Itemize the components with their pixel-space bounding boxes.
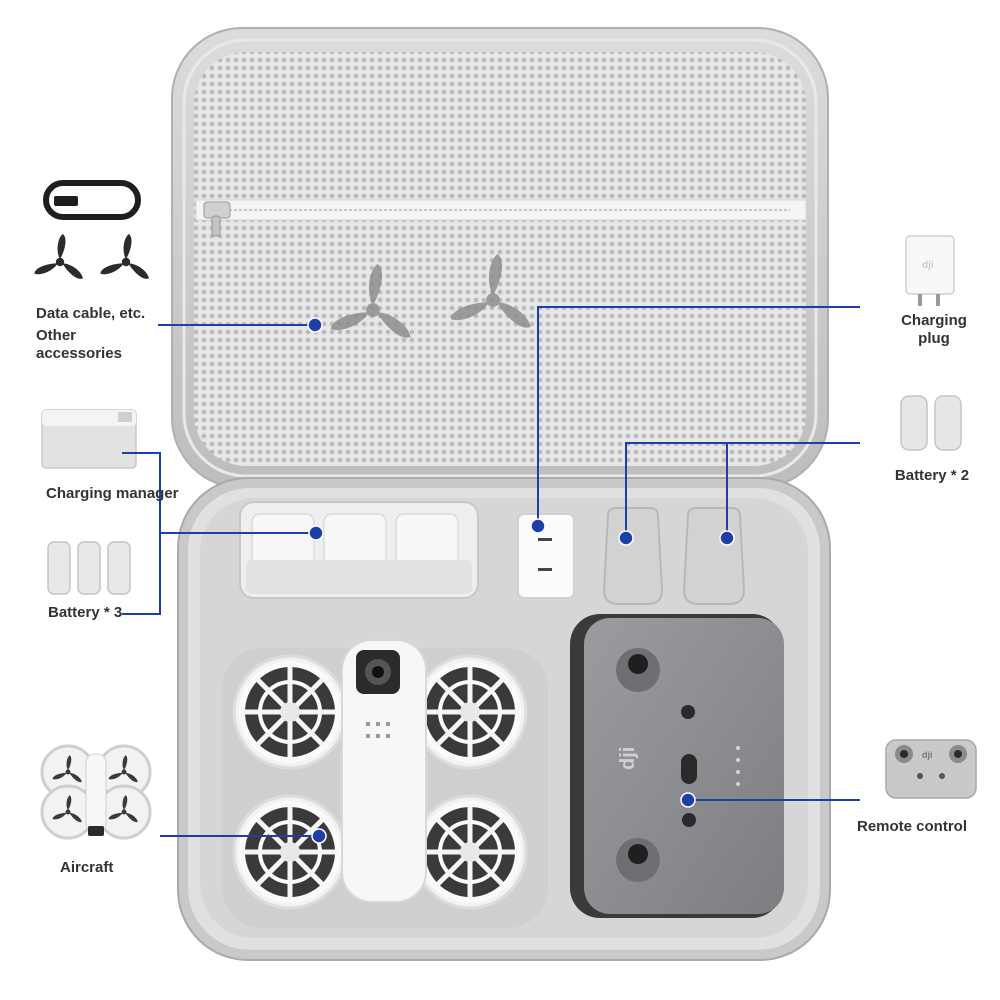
callout-dot-charging-plug [530,518,546,534]
svg-text:dji: dji [922,750,933,760]
svg-text:dji: dji [922,260,934,271]
callout-dot-battery-a [618,530,634,546]
usb-cable-icon [43,180,141,220]
case-charging-manager [239,501,479,599]
aircraft-icon [40,744,152,840]
label-aircraft: Aircraft [60,859,114,876]
callout-dot-accessories [307,317,323,333]
label-battery-left: Battery * 3 [48,604,123,621]
case-remote-controller [570,614,784,918]
remote-controller-icon: dji [885,739,977,799]
callout-dot-battery-b [719,530,735,546]
label-charging-plug-line2: plug [918,330,950,347]
label-charging-manager: Charging manager [46,485,179,502]
label-battery-right: Battery * 2 [894,467,970,484]
callout-dot-aircraft [311,828,327,844]
callout-line-charging-plug [537,306,860,526]
label-charging-plug-line1: Charging [901,312,967,329]
controller-brand-logo: dji [617,747,639,770]
battery-icon [900,395,962,451]
charging-manager-icon [41,409,137,469]
battery-icon [47,541,131,595]
callout-line-charging-manager [122,452,315,615]
case-aircraft [222,639,548,928]
charging-plug-icon: dji [905,235,955,306]
callout-dot-remote [680,792,696,808]
callout-dot-charging-manager [308,525,324,541]
callout-dots [307,317,735,844]
label-accessories-line2: Other [36,327,77,344]
callout-line-battery-right [625,442,860,538]
label-remote-control: Remote control [857,818,968,835]
case-charging-plug [517,513,575,599]
propeller-icon [33,234,152,281]
label-accessories-line1: Data cable, etc. [36,305,146,322]
mesh-pocket-zipper[interactable] [195,199,807,237]
label-accessories-line3: accessories [36,345,122,362]
callout-lines [122,306,860,837]
